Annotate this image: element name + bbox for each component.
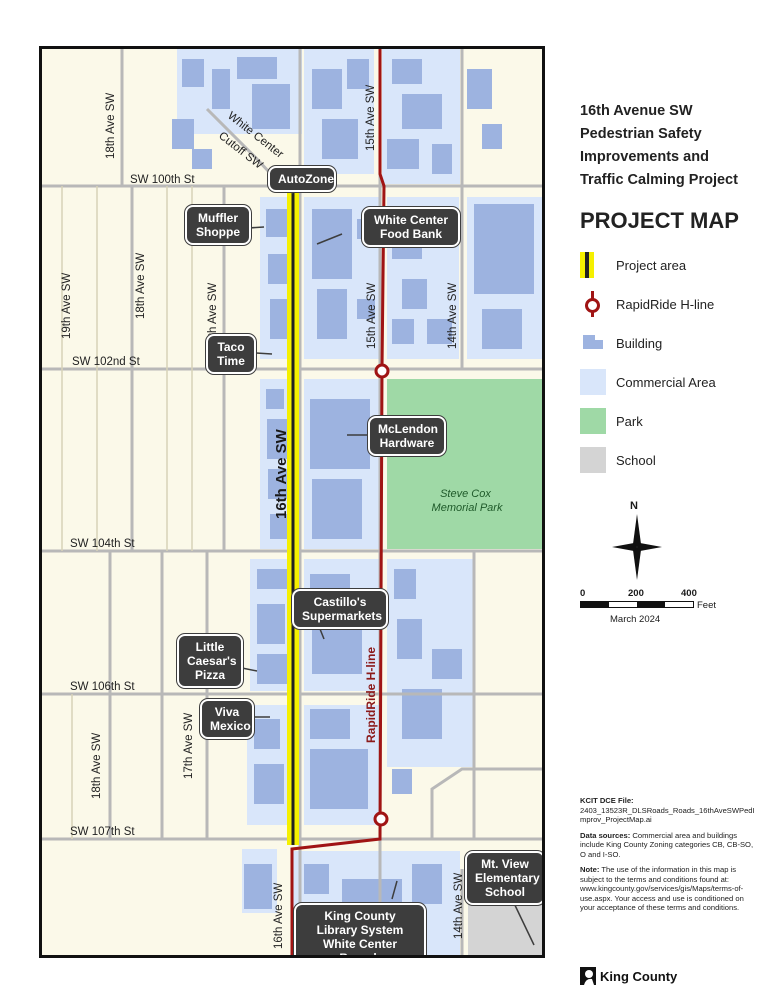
park-label-line: Steve Cox bbox=[440, 488, 491, 500]
callout-viva-mexico: Viva Mexico bbox=[200, 699, 254, 739]
scale-bar-graphic bbox=[580, 601, 694, 608]
street-label-16th-main: 16th Ave SW bbox=[273, 428, 290, 519]
scale-tick: 0 bbox=[580, 588, 586, 599]
map-date: March 2024 bbox=[610, 614, 661, 625]
map-frame: 18th Ave SW White Center Cutoff SW 15th … bbox=[39, 46, 545, 958]
building-icon bbox=[580, 330, 606, 356]
legend-item: RapidRide H-line bbox=[580, 291, 760, 317]
scale-unit: Feet bbox=[697, 600, 717, 611]
rapidride-station bbox=[374, 363, 390, 379]
legend-label: School bbox=[616, 452, 656, 468]
callout-taco-time: Taco Time bbox=[206, 334, 256, 374]
park-area bbox=[387, 379, 542, 549]
school-icon bbox=[580, 447, 606, 473]
legend-label: RapidRide H-line bbox=[616, 296, 715, 312]
sidebar: 16th Avenue SW Pedestrian Safety Improve… bbox=[580, 100, 760, 486]
north-label: N bbox=[630, 500, 638, 512]
sources-text: Commercial area and buildings include Ki… bbox=[580, 830, 754, 859]
minor-roads bbox=[61, 186, 193, 839]
callout-mclendon: McLendon Hardware bbox=[368, 416, 446, 456]
street-label-19th: 19th Ave SW bbox=[61, 273, 73, 339]
street-label-16th-low: 16th Ave SW bbox=[273, 883, 285, 949]
map-notes: KCIT DCE File: 2403_13523R_DLSRoads_Road… bbox=[580, 796, 760, 919]
rapidride-label: RapidRide H-line bbox=[364, 647, 378, 743]
park-label: Steve Cox Memorial Park bbox=[432, 488, 503, 514]
commercial-area-icon bbox=[580, 369, 606, 395]
buildings bbox=[172, 57, 534, 949]
sources-label: Data sources: bbox=[580, 830, 631, 840]
project-area-icon bbox=[580, 252, 594, 278]
rapidride-station bbox=[373, 811, 389, 827]
king-county-logo-icon bbox=[580, 967, 596, 985]
park-icon bbox=[580, 408, 606, 434]
street-label-18th-top: 18th Ave SW bbox=[105, 93, 117, 159]
legend-label: Building bbox=[616, 335, 663, 351]
north-arrow: N bbox=[612, 500, 662, 580]
park-label-line: Memorial Park bbox=[432, 502, 503, 514]
scale-tick: 400 bbox=[681, 588, 697, 599]
legend-item: School bbox=[580, 447, 760, 473]
callout-little-caesars: Little Caesar's Pizza bbox=[177, 634, 243, 688]
legend: Project area RapidRide H-line Building C… bbox=[580, 252, 760, 473]
scale-bar: 0 200 400 Feet March 2024 bbox=[580, 588, 730, 638]
street-label-sw107: SW 107th St bbox=[70, 826, 135, 838]
street-label-18th-low: 18th Ave SW bbox=[91, 733, 103, 799]
map-title: 16th Avenue SW Pedestrian Safety Improve… bbox=[580, 103, 738, 188]
note-text: The use of the information in this map i… bbox=[580, 865, 744, 912]
note-label: Note: bbox=[580, 865, 600, 874]
callout-food-bank: White Center Food Bank bbox=[362, 207, 460, 247]
file-label: KCIT DCE File: bbox=[580, 796, 634, 805]
callout-library: King County Library System White Center … bbox=[294, 903, 426, 955]
legend-label: Project area bbox=[616, 257, 687, 273]
file-name: 2403_13523R_DLSRoads_Roads_16thAveSWPedI… bbox=[580, 805, 755, 825]
callout-autozone: AutoZone bbox=[268, 166, 336, 192]
street-label-14th-low: 14th Ave SW bbox=[453, 873, 465, 939]
street-label-sw100: SW 100th St bbox=[130, 174, 195, 186]
legend-item: Commercial Area bbox=[580, 369, 760, 395]
callout-muffler-shoppe: Muffler Shoppe bbox=[185, 205, 251, 245]
street-label-14th-mid: 14th Ave SW bbox=[447, 283, 459, 349]
street-label-18th-mid: 18th Ave SW bbox=[135, 253, 147, 319]
legend-item: Building bbox=[580, 330, 760, 356]
legend-item: Park bbox=[580, 408, 760, 434]
street-label-sw106: SW 106th St bbox=[70, 681, 135, 693]
legend-label: Commercial Area bbox=[616, 374, 716, 390]
king-county-logo: King County bbox=[580, 967, 677, 985]
rapidride-icon bbox=[580, 291, 606, 317]
street-label-sw104: SW 104th St bbox=[70, 538, 135, 550]
king-county-logo-text: King County bbox=[600, 968, 678, 984]
callout-castillos: Castillo's Supermarkets bbox=[292, 589, 388, 629]
street-label-15th-mid: 15th Ave SW bbox=[366, 283, 378, 349]
street-label-15th-top: 15th Ave SW bbox=[365, 85, 377, 151]
street-label-17th-low: 17th Ave SW bbox=[183, 713, 195, 779]
street-label-sw102: SW 102nd St bbox=[72, 356, 141, 368]
legend-item: Project area bbox=[580, 252, 760, 278]
scale-tick: 200 bbox=[628, 588, 644, 599]
callout-school: Mt. View Elementary School bbox=[465, 851, 542, 905]
map-subtitle: PROJECT MAP bbox=[580, 208, 739, 233]
compass-icon bbox=[612, 514, 662, 580]
legend-label: Park bbox=[616, 413, 643, 429]
street-label-17th-mid: 17th Ave SW bbox=[207, 283, 219, 349]
